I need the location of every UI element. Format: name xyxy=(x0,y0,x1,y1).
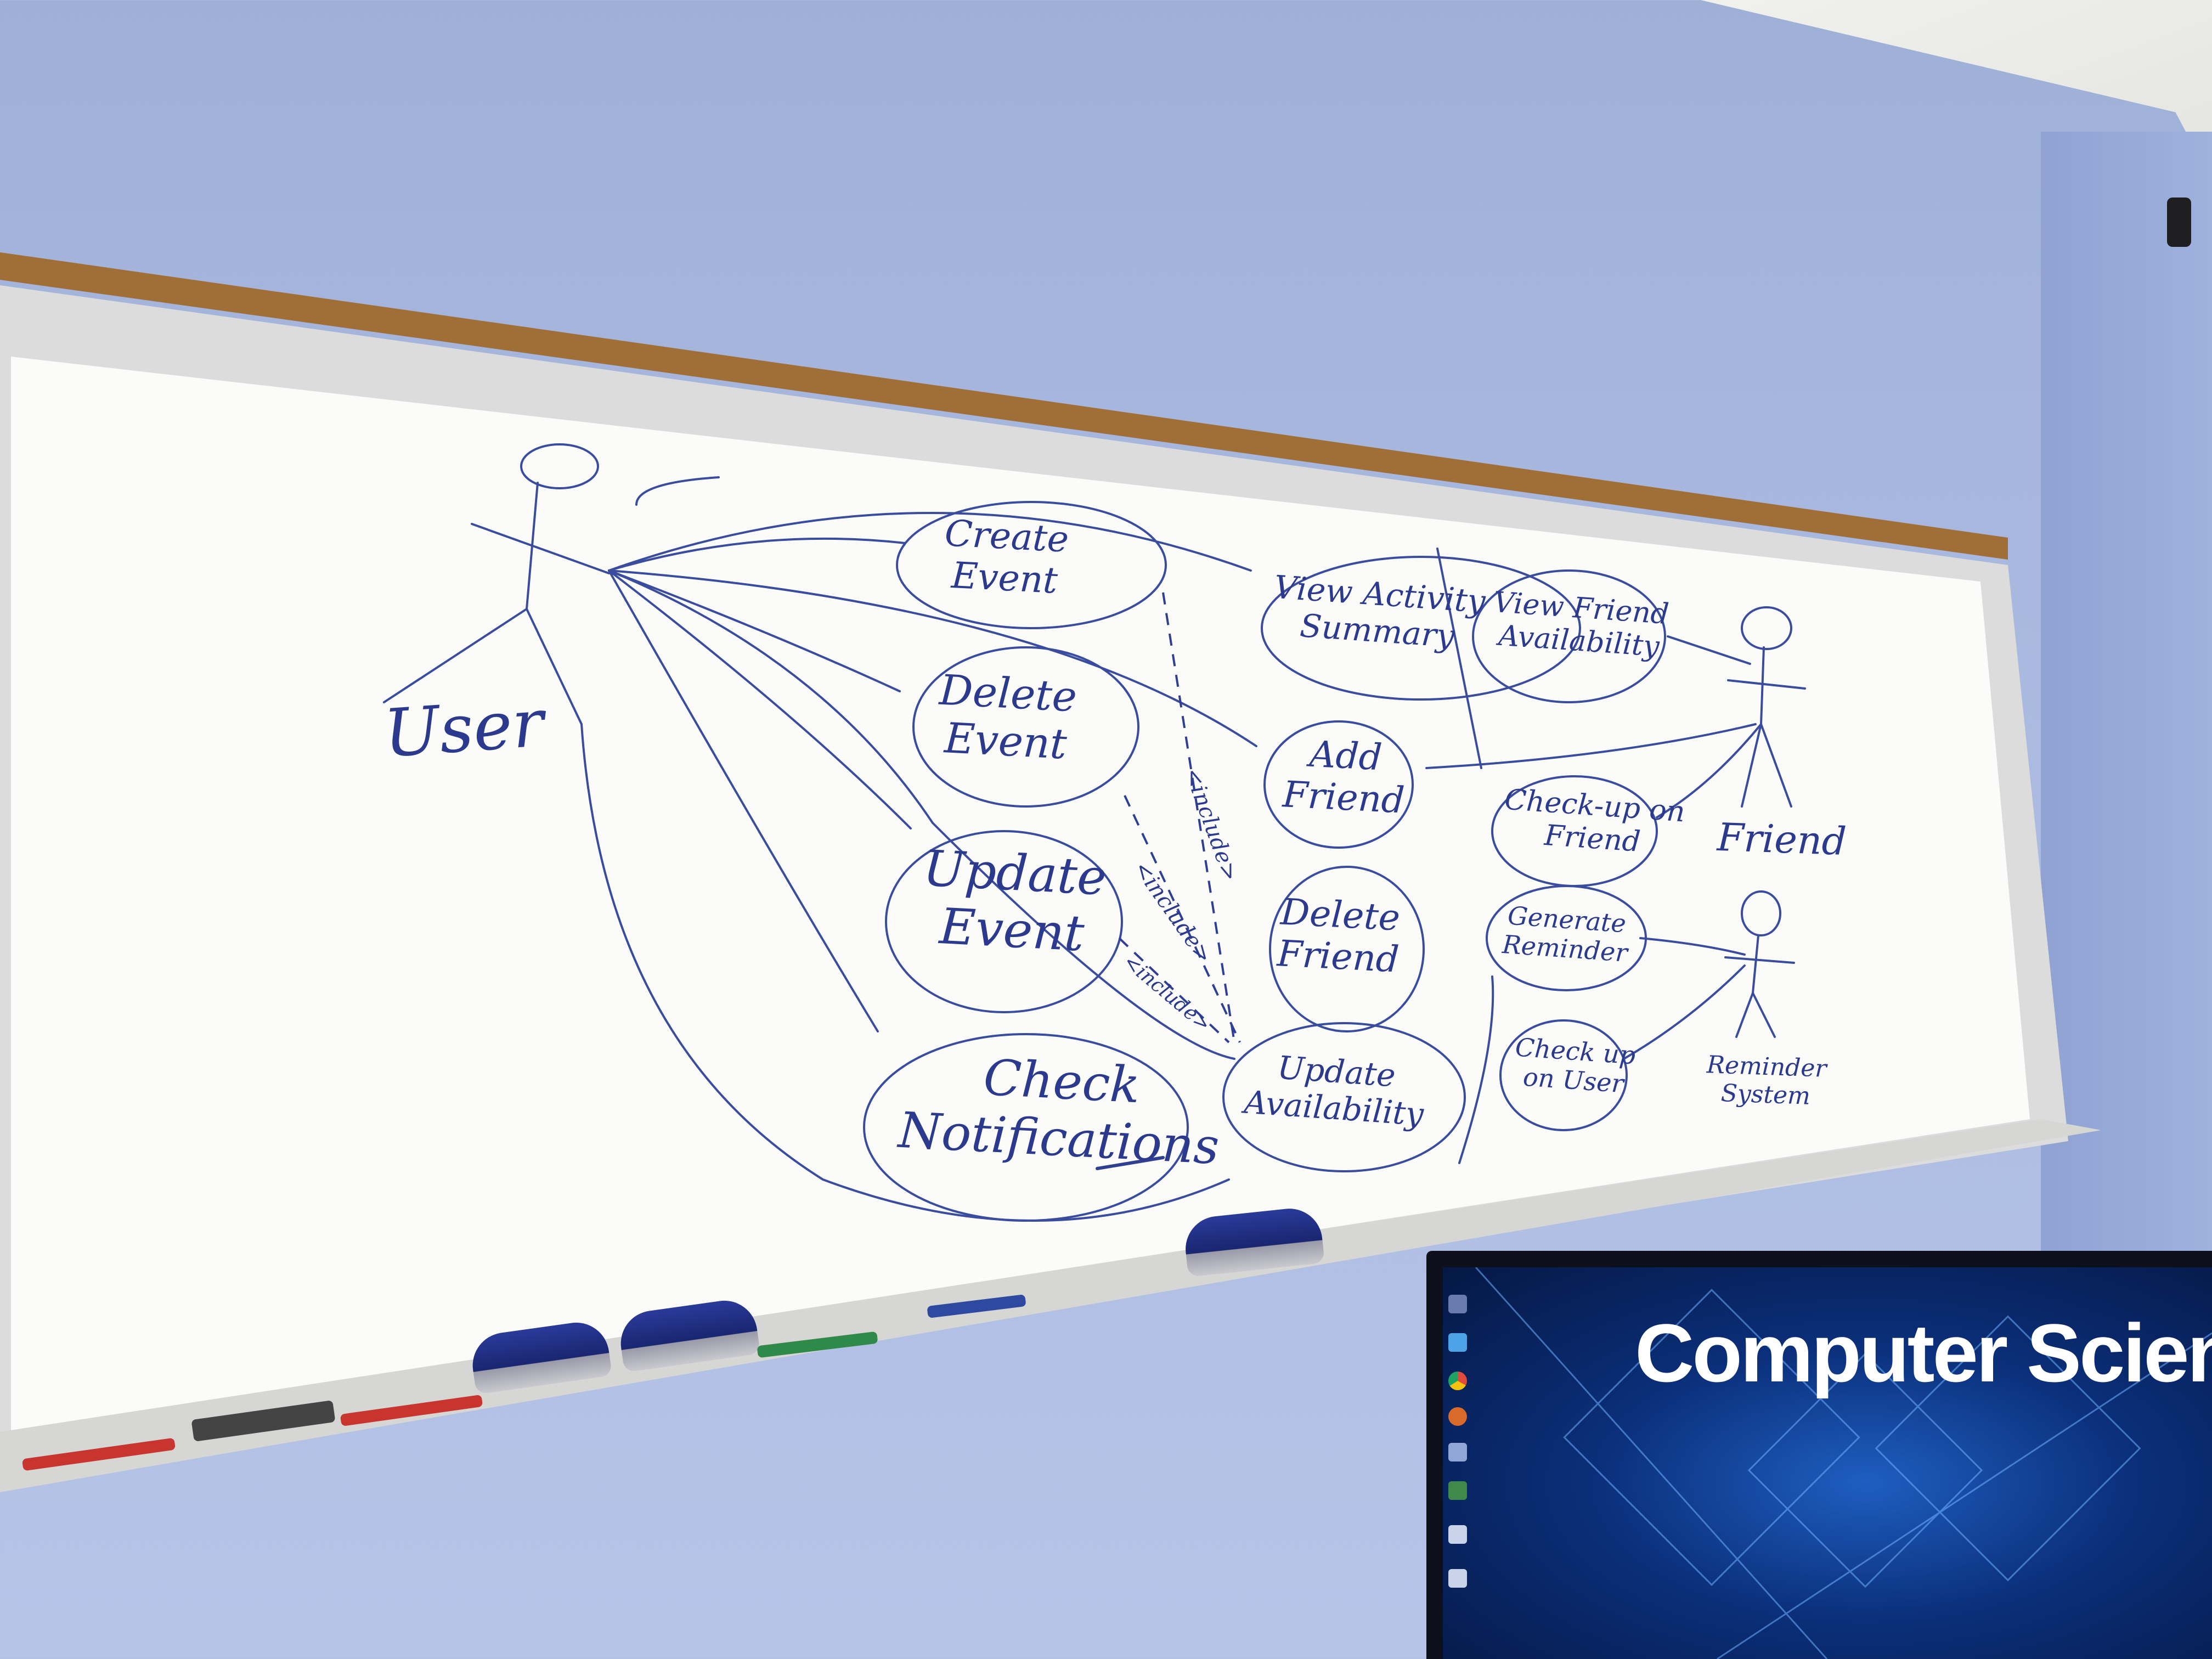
monitor-screen xyxy=(1443,1267,2212,1659)
user-actor-label: User xyxy=(381,685,546,772)
use-case-view-friend-availability: View Friend Availability xyxy=(1492,585,1671,663)
eraser-underline xyxy=(1096,1156,1165,1170)
use-case-check-up-on-friend: Check-up on Friend xyxy=(1503,783,1686,859)
desktop-icon-4[interactable] xyxy=(1448,1407,1467,1426)
wallpaper-lines xyxy=(1475,1267,2212,1659)
security-camera xyxy=(2167,198,2191,247)
use-case-create-event: Create Event xyxy=(944,512,1070,602)
use-case-view-activity-summary: View Activity Summary xyxy=(1273,568,1487,655)
board-surface xyxy=(11,357,2030,1432)
chrome-icon[interactable] xyxy=(1448,1372,1467,1390)
use-case-delete-event: Delete Event xyxy=(938,665,1079,769)
use-case-update-event: Update Event xyxy=(922,839,1108,963)
use-case-generate-reminder: Generate Reminder xyxy=(1501,900,1629,968)
desktop-icon-7[interactable] xyxy=(1448,1525,1467,1544)
desktop-icon-6[interactable] xyxy=(1448,1481,1467,1500)
use-case-delete-friend: Delete Friend xyxy=(1276,890,1401,981)
desktop-icon-5[interactable] xyxy=(1448,1443,1467,1462)
use-case-ellipses xyxy=(863,501,1666,1222)
friend-actor-label: Friend xyxy=(1716,814,1848,865)
desktop-icon-1[interactable] xyxy=(1448,1295,1467,1313)
reminder-system-actor xyxy=(1724,890,1795,1038)
wallpaper-title: Computer Scien xyxy=(1635,1307,2212,1399)
include-relations xyxy=(1118,592,1241,1043)
use-case-check-up-on-user: Check up on User xyxy=(1514,1032,1637,1099)
reminder-system-actor-label: Reminder System xyxy=(1706,1051,1827,1110)
marker-tray xyxy=(0,1119,2101,1492)
desktop-icon-2[interactable] xyxy=(1448,1333,1467,1352)
use-case-check-notifications: Check Notifications xyxy=(896,1048,1221,1176)
friend-actor xyxy=(1727,606,1806,808)
use-case-add-friend: Add Friend xyxy=(1282,732,1406,822)
user-actor xyxy=(383,443,610,725)
use-case-update-availability: Update Availability xyxy=(1243,1048,1425,1133)
wood-trim xyxy=(0,252,2008,560)
desktop-icon-8[interactable] xyxy=(1448,1569,1467,1588)
association-arrows xyxy=(580,476,1762,1222)
